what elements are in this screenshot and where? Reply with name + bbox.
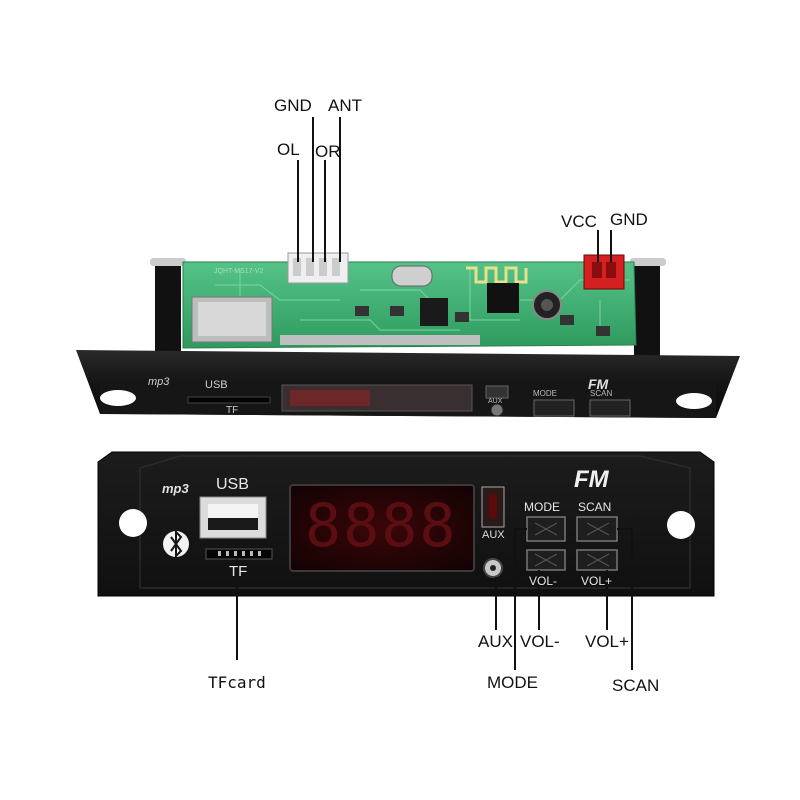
usb-port [199, 496, 267, 539]
label-aux: AUX [478, 632, 513, 651]
label-or: OR [315, 142, 341, 161]
label-ant: ANT [328, 96, 362, 115]
fm-logo: FM [574, 466, 609, 493]
side-bezel [76, 350, 740, 418]
pcb-module [150, 252, 666, 358]
label-ol: OL [277, 140, 300, 159]
display-digits: 8888 [305, 491, 458, 561]
label-tfcard: TFcard [208, 673, 266, 692]
tf-label: TF [229, 563, 248, 580]
bottom-leader-lines [236, 528, 633, 670]
tf-card-slot [205, 548, 273, 560]
left-mount-hole [119, 509, 147, 537]
label-vol-plus: VOL+ [585, 632, 629, 651]
top-leader-lines [297, 117, 612, 262]
label-vol-minus: VOL- [520, 632, 560, 651]
label-scan: SCAN [612, 676, 660, 695]
label-gnd: GND [274, 96, 312, 115]
vol-plus-label: VOL+ [581, 574, 613, 588]
pcb-silk-text: JQHT-MS17-V2 [214, 268, 264, 275]
side-aux-label: AUX [488, 398, 503, 405]
bluetooth-icon [163, 529, 189, 559]
scan-label: SCAN [578, 500, 612, 514]
side-usb-label: USB [205, 379, 228, 391]
aux-label: AUX [482, 529, 505, 541]
label-gnd-power: GND [610, 210, 648, 229]
led-display [289, 484, 475, 572]
side-mp3-logo: mp3 [148, 376, 170, 388]
label-mode: MODE [487, 673, 538, 692]
left-bracket [155, 262, 181, 358]
vol-minus-label: VOL- [529, 574, 558, 588]
right-bracket [634, 262, 660, 358]
usb-label: USB [216, 476, 249, 493]
front-panel [97, 451, 715, 597]
side-fm-logo: FM [588, 376, 609, 392]
label-vcc: VCC [561, 212, 597, 231]
scan-button [576, 516, 618, 542]
side-tf-label: TF [226, 405, 239, 416]
side-scan-label: SCAN [590, 389, 613, 398]
right-mount-hole [667, 511, 695, 539]
mode-label: MODE [524, 500, 560, 514]
side-mode-label: MODE [533, 389, 557, 398]
mp3-logo: mp3 [162, 481, 189, 496]
